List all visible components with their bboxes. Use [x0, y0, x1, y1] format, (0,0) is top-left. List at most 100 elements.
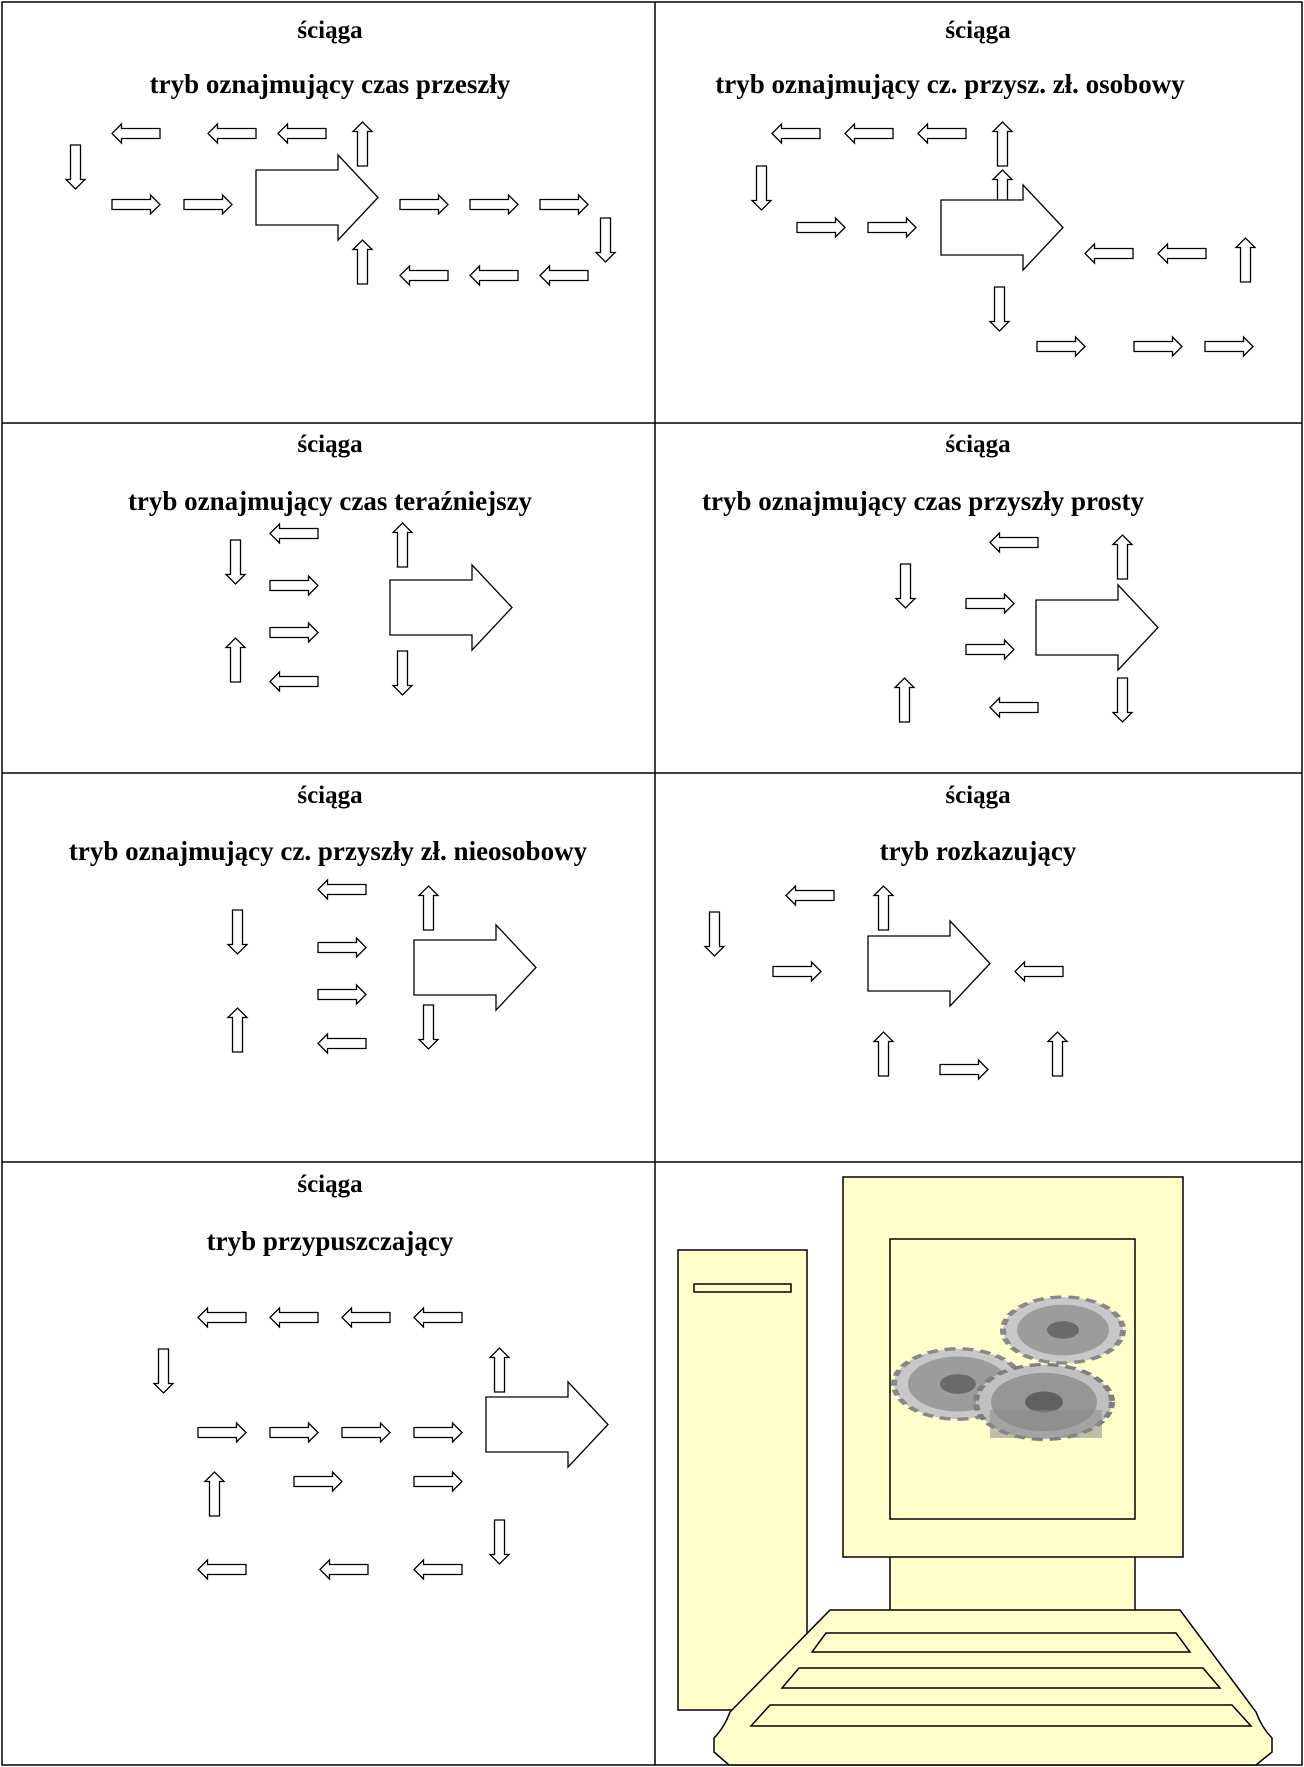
right-arrow-icon	[269, 621, 319, 644]
up-arrow-icon	[351, 239, 374, 285]
cell-heading: ściąga	[297, 1171, 363, 1198]
gears-icon	[891, 1295, 1126, 1442]
right-arrow-icon	[197, 1421, 247, 1444]
left-arrow-icon	[269, 1306, 319, 1329]
cell-title: tryb oznajmujący czas teraźniejszy	[128, 486, 533, 516]
big-right-arrow-icon	[867, 919, 991, 1008]
left-arrow-icon	[197, 1306, 247, 1329]
right-arrow-icon	[965, 592, 1015, 615]
down-arrow-icon	[594, 217, 617, 263]
down-arrow-icon	[750, 165, 773, 211]
up-arrow-icon	[1111, 534, 1134, 580]
up-arrow-icon	[1046, 1031, 1069, 1077]
cell-texts: ściąga tryb oznajmujący czas przeszły śc…	[69, 17, 1185, 1256]
down-arrow-icon	[224, 539, 247, 585]
down-arrow-icon	[1111, 677, 1134, 723]
left-arrow-icon	[1084, 242, 1134, 265]
left-arrow-icon	[917, 122, 967, 145]
down-arrow-icon	[488, 1519, 511, 1565]
down-arrow-icon	[703, 911, 726, 957]
up-arrow-icon	[872, 885, 895, 931]
left-arrow-icon	[539, 264, 589, 287]
up-arrow-icon	[872, 1031, 895, 1077]
pc-tower	[677, 1249, 808, 1711]
right-arrow-icon	[183, 193, 233, 216]
cell-heading: ściąga	[297, 431, 363, 458]
big-right-arrow-icon	[255, 153, 379, 242]
right-arrow-icon	[413, 1470, 463, 1493]
right-arrow-icon	[796, 216, 846, 239]
left-arrow-icon	[844, 122, 894, 145]
down-arrow-icon	[64, 144, 87, 190]
right-arrow-icon	[111, 193, 161, 216]
left-arrow-icon	[277, 122, 327, 145]
left-arrow-icon	[197, 1558, 247, 1581]
right-arrow-icon	[772, 960, 822, 983]
left-arrow-icon	[413, 1558, 463, 1581]
left-arrow-icon	[1157, 242, 1207, 265]
up-arrow-icon	[203, 1471, 226, 1517]
left-arrow-icon	[317, 1032, 367, 1055]
down-arrow-icon	[417, 1004, 440, 1050]
big-right-arrow-icon	[413, 923, 537, 1012]
left-arrow-icon	[989, 696, 1039, 719]
right-arrow-icon	[399, 193, 449, 216]
left-arrow-icon	[269, 670, 319, 693]
big-right-arrow-icon	[485, 1380, 609, 1469]
up-arrow-icon	[226, 1007, 249, 1053]
left-arrow-icon	[111, 122, 161, 145]
left-arrow-icon	[341, 1306, 391, 1329]
left-arrow-icon	[413, 1306, 463, 1329]
left-arrow-icon	[269, 522, 319, 545]
arrow-diagrams	[64, 121, 1257, 1581]
left-arrow-icon	[785, 884, 835, 907]
right-arrow-icon	[1036, 335, 1086, 358]
up-arrow-icon	[1234, 237, 1257, 283]
right-arrow-icon	[341, 1421, 391, 1444]
cell-title: tryb rozkazujący	[880, 836, 1077, 866]
cell-heading: ściąga	[945, 782, 1011, 809]
right-arrow-icon	[867, 216, 917, 239]
computer-illustration	[677, 1176, 1273, 1766]
down-arrow-icon	[226, 909, 249, 955]
right-arrow-icon	[269, 1421, 319, 1444]
cell-heading: ściąga	[297, 782, 363, 809]
up-arrow-icon	[224, 637, 247, 683]
right-arrow-icon	[469, 193, 519, 216]
up-arrow-icon	[351, 121, 374, 167]
right-arrow-icon	[317, 936, 367, 959]
down-arrow-icon	[391, 650, 414, 696]
cell-heading: ściąga	[945, 17, 1011, 44]
cell-heading: ściąga	[297, 17, 363, 44]
left-arrow-icon	[469, 264, 519, 287]
cell-title: tryb oznajmujący czas przeszły	[150, 69, 511, 99]
right-arrow-icon	[413, 1421, 463, 1444]
down-arrow-icon	[988, 286, 1011, 332]
left-arrow-icon	[207, 122, 257, 145]
up-arrow-icon	[391, 522, 414, 568]
cell-title: tryb oznajmujący cz. przyszły zł. nieoso…	[69, 836, 588, 866]
left-arrow-icon	[771, 122, 821, 145]
big-right-arrow-icon	[940, 183, 1064, 272]
left-arrow-icon	[989, 531, 1039, 554]
keyboard-keys	[749, 1632, 1253, 1727]
left-arrow-icon	[399, 264, 449, 287]
cell-heading: ściąga	[945, 431, 1011, 458]
left-arrow-icon	[1014, 960, 1064, 983]
right-arrow-icon	[939, 1058, 989, 1081]
up-arrow-icon	[893, 677, 916, 723]
up-arrow-icon	[488, 1347, 511, 1393]
down-arrow-icon	[152, 1348, 175, 1394]
right-arrow-icon	[1204, 335, 1254, 358]
right-arrow-icon	[539, 193, 589, 216]
big-right-arrow-icon	[1035, 583, 1159, 672]
left-arrow-icon	[317, 878, 367, 901]
cell-title: tryb oznajmujący cz. przysz. zł. osobowy	[715, 69, 1185, 99]
pc-tower-slot	[693, 1283, 792, 1293]
big-right-arrow-icon	[389, 563, 513, 652]
right-arrow-icon	[317, 983, 367, 1006]
up-arrow-icon	[417, 885, 440, 931]
right-arrow-icon	[1133, 335, 1183, 358]
